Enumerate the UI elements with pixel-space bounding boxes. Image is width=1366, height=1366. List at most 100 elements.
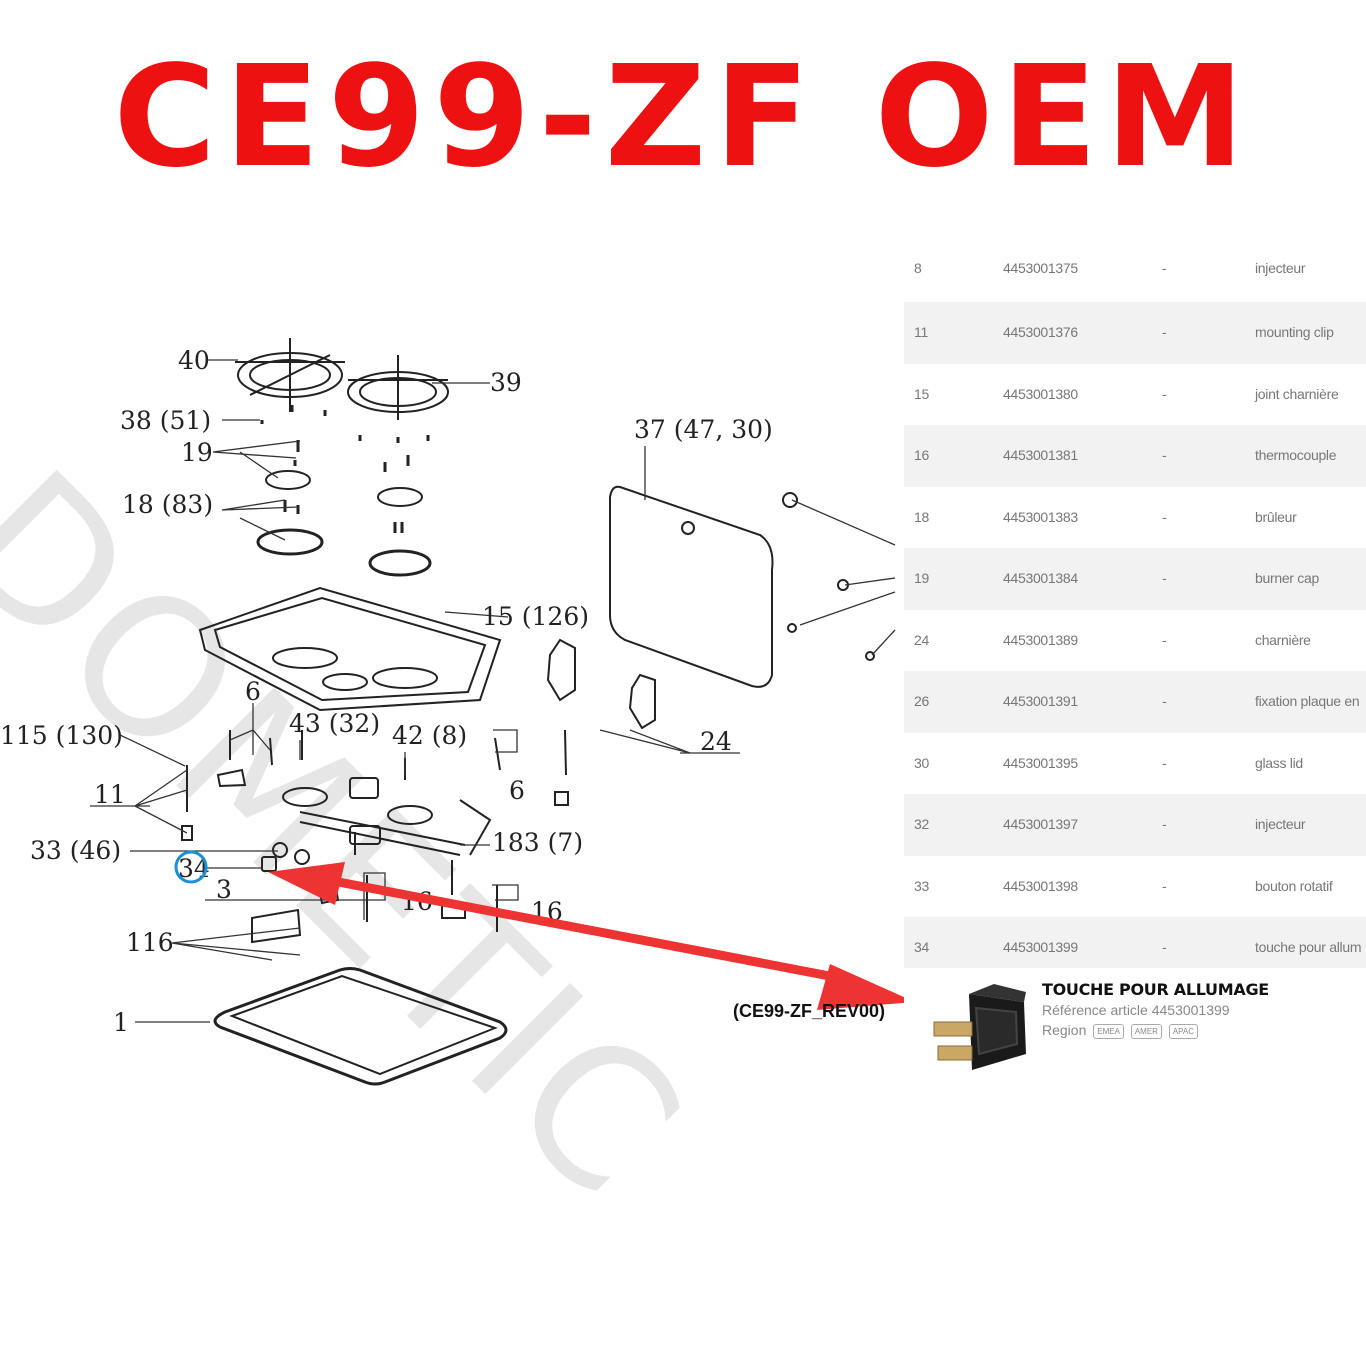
callout-label: 6	[509, 776, 525, 805]
burner-cap	[377, 487, 423, 507]
table-row[interactable]: 16 4453001381 - thermocouple	[904, 425, 1366, 487]
pos-cell: 11	[914, 324, 928, 340]
callout-label: 19	[181, 438, 213, 467]
pan-support-40	[235, 338, 345, 412]
dash-cell: -	[1162, 447, 1167, 463]
ref-cell: 4453001381	[1003, 447, 1078, 463]
callout-label: 1	[113, 1008, 129, 1037]
product-name: TOUCHE POUR ALLUMAGE	[1042, 980, 1269, 999]
dash-cell: -	[1162, 693, 1167, 709]
desc-cell: glass lid	[1255, 754, 1303, 771]
desc-cell: mounting clip	[1255, 324, 1334, 340]
callout-label: 38 (51)	[120, 406, 211, 435]
ref-cell: 4453001376	[1003, 324, 1078, 340]
ref-cell: 4453001384	[1003, 570, 1078, 586]
pos-cell: 32	[914, 816, 929, 832]
glass-lid	[609, 485, 774, 688]
dash-cell: -	[1162, 816, 1167, 832]
table-row[interactable]: 24 4453001389 - charnière	[904, 610, 1366, 672]
region-label: Region	[1042, 1022, 1087, 1038]
callout-label: 11	[94, 780, 126, 809]
dash-cell: -	[1162, 631, 1167, 648]
region-chip: EMEA	[1093, 1023, 1124, 1039]
pan-support-39	[347, 355, 449, 420]
table-row[interactable]: 19 4453001384 - burner cap	[904, 548, 1366, 610]
burner	[256, 528, 324, 556]
pos-cell: 33	[914, 877, 929, 894]
burner-cap	[265, 470, 311, 490]
red-arrow	[268, 862, 904, 1010]
desc-cell: burner cap	[1255, 570, 1319, 586]
desc-cell: brûleur	[1255, 508, 1297, 525]
table-row[interactable]: 15 4453001380 - joint charnière	[904, 364, 1366, 426]
table-row[interactable]: 26 4453001391 - fixation plaque en	[904, 671, 1366, 733]
ref-cell: 4453001397	[1003, 816, 1078, 832]
burner	[368, 549, 432, 577]
product-reference: Référence article 4453001399	[1042, 1002, 1230, 1018]
desc-cell: charnière	[1255, 631, 1311, 648]
dash-cell: -	[1162, 877, 1167, 894]
dash-cell: -	[1162, 754, 1167, 771]
ref-cell: 4453001375	[1003, 260, 1078, 276]
callout-label: 40	[178, 346, 210, 375]
pos-cell: 26	[914, 693, 929, 709]
callout-label: 43 (32)	[289, 709, 380, 738]
callout-label: 115 (130)	[0, 721, 123, 750]
table-row[interactable]: 30 4453001395 - glass lid	[904, 733, 1366, 795]
ignition-button	[261, 856, 277, 872]
ref-cell: 4453001391	[1003, 693, 1078, 709]
region-chip: APAC	[1168, 1023, 1199, 1039]
table-row[interactable]: 32 4453001397 - injecteur	[904, 794, 1366, 856]
pos-cell: 15	[914, 385, 929, 402]
table-row[interactable]: 8 4453001375 - injecteur	[904, 240, 1366, 300]
callout-label: 3	[216, 875, 232, 904]
desc-cell: injecteur	[1255, 816, 1306, 832]
desc-cell: bouton rotatif	[1255, 877, 1333, 894]
pos-cell: 24	[914, 631, 929, 648]
control-knob	[294, 849, 310, 865]
page-title: CE99-ZF OEM	[113, 36, 1253, 199]
dash-cell: -	[1162, 570, 1167, 586]
revision-label: (CE99-ZF_REV00)	[733, 1001, 886, 1021]
pos-cell: 16	[914, 447, 929, 463]
pos-cell: 34	[914, 939, 929, 955]
callout-label: 18 (83)	[122, 490, 213, 519]
ref-cell: 4453001383	[1003, 508, 1078, 525]
hinge	[628, 673, 656, 730]
dash-cell: -	[1162, 939, 1167, 955]
table-row[interactable]: 34 4453001399 - touche pour allum	[904, 917, 1366, 969]
highlight-circle	[174, 850, 208, 884]
desc-cell: thermocouple	[1255, 447, 1337, 463]
callout-label: 42 (8)	[392, 721, 467, 750]
table-row[interactable]: 18 4453001383 - brûleur	[904, 487, 1366, 549]
pos-cell: 8	[914, 260, 922, 276]
region-chip: AMER	[1130, 1023, 1162, 1039]
hob-tray	[198, 586, 502, 712]
control-knob	[272, 842, 288, 858]
desc-cell: fixation plaque en	[1255, 693, 1360, 709]
rocker-switch-image	[933, 984, 1026, 1070]
callout-label: 15 (126)	[482, 602, 589, 631]
desc-cell: joint charnière	[1255, 385, 1339, 402]
dash-cell: -	[1162, 324, 1167, 340]
table-row[interactable]: 11 4453001376 - mounting clip	[904, 302, 1366, 364]
callout-label: 183 (7)	[492, 828, 583, 857]
desc-cell: injecteur	[1255, 260, 1306, 276]
ref-value: 4453001399	[1151, 1002, 1230, 1018]
ref-label: Référence article	[1042, 1002, 1148, 1018]
dash-cell: -	[1162, 508, 1167, 525]
table-row[interactable]: 33 4453001398 - bouton rotatif	[904, 856, 1366, 918]
desc-cell: touche pour allum	[1255, 939, 1362, 955]
callout-label: 33 (46)	[30, 836, 121, 865]
ref-cell: 4453001389	[1003, 631, 1078, 648]
callout-label: 116	[126, 928, 174, 957]
product-card[interactable]: TOUCHE POUR ALLUMAGE Référence article 4…	[904, 968, 1366, 1138]
pos-cell: 19	[914, 570, 929, 586]
exploded-parts-diagram: 40 39 38 (51) 19 18 (83) 37 (47, 30) 15 …	[0, 338, 904, 1086]
product-region: Region EMEA AMER APAC	[1042, 1022, 1199, 1039]
ref-cell: 4453001398	[1003, 877, 1078, 894]
ref-cell: 4453001399	[1003, 939, 1078, 955]
pos-cell: 30	[914, 754, 929, 771]
callout-label: 6	[245, 677, 261, 706]
callout-label: 39	[490, 368, 522, 397]
